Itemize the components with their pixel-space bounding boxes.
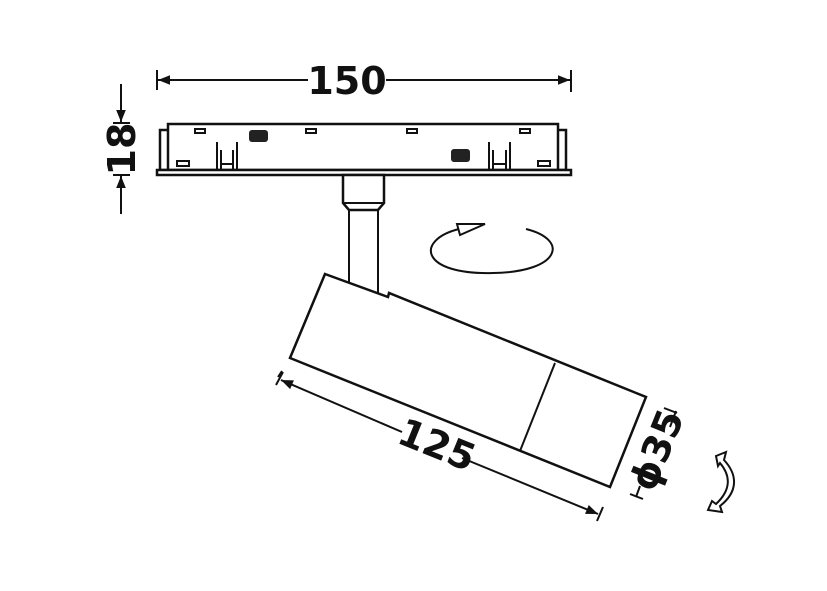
width-dimension: 150 bbox=[156, 59, 572, 103]
tilt-arrow-icon bbox=[706, 450, 735, 514]
height-label: 18 bbox=[100, 123, 144, 176]
stem bbox=[341, 173, 386, 298]
width-label: 150 bbox=[307, 59, 386, 103]
track-adapter bbox=[155, 122, 573, 177]
height-dimension: 18 bbox=[100, 84, 144, 214]
rotate-horizontal-arrow-icon bbox=[430, 223, 554, 275]
spot-head bbox=[288, 272, 648, 489]
